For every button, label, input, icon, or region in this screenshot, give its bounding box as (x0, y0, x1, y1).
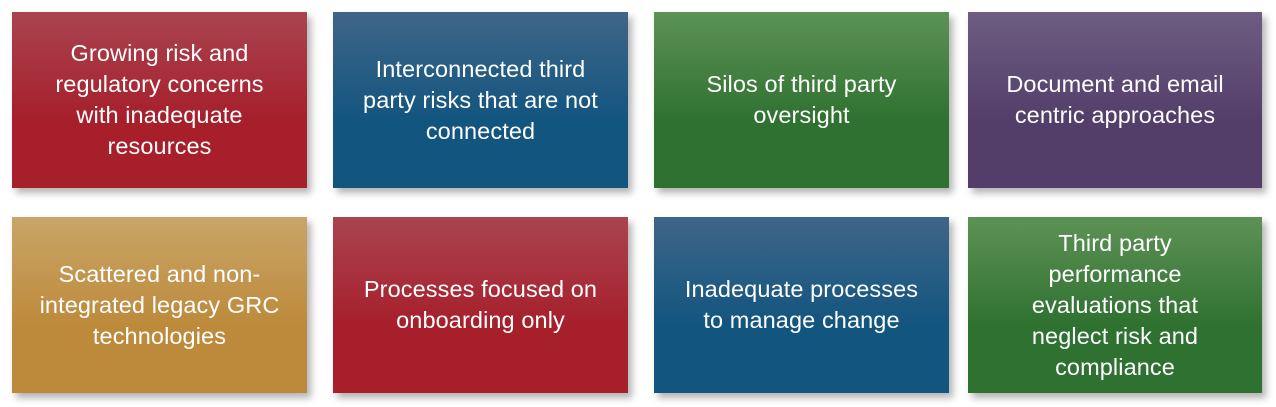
tile-interconnected-third-party-risks[interactable]: Interconnected third party risks that ar… (333, 12, 628, 188)
tile-label: Silos of third party oversight (706, 71, 897, 128)
tile-performance-evaluations-neglect-risk[interactable]: Third party performance evaluations that… (968, 217, 1262, 393)
tile-label: Inadequate processes to manage change (684, 276, 919, 333)
tile-label: Document and email centric approaches (1006, 71, 1224, 128)
tile-inadequate-change-management[interactable]: Inadequate processes to manage change (654, 217, 949, 393)
tile-silos-of-oversight[interactable]: Silos of third party oversight (654, 12, 949, 188)
tile-label: Processes focused on onboarding only (363, 276, 598, 333)
tile-label: Third party performance evaluations that… (1031, 229, 1199, 380)
tile-document-email-centric[interactable]: Document and email centric approaches (968, 12, 1262, 188)
tile-label: Interconnected third party risks that ar… (363, 55, 598, 144)
tile-scattered-legacy-grc[interactable]: Scattered and non- integrated legacy GRC… (12, 217, 307, 393)
tile-label: Growing risk and regulatory concerns wit… (55, 40, 264, 159)
tile-label: Scattered and non- integrated legacy GRC… (39, 260, 280, 349)
tile-onboarding-only-processes[interactable]: Processes focused on onboarding only (333, 217, 628, 393)
tile-growing-risk[interactable]: Growing risk and regulatory concerns wit… (12, 12, 307, 188)
